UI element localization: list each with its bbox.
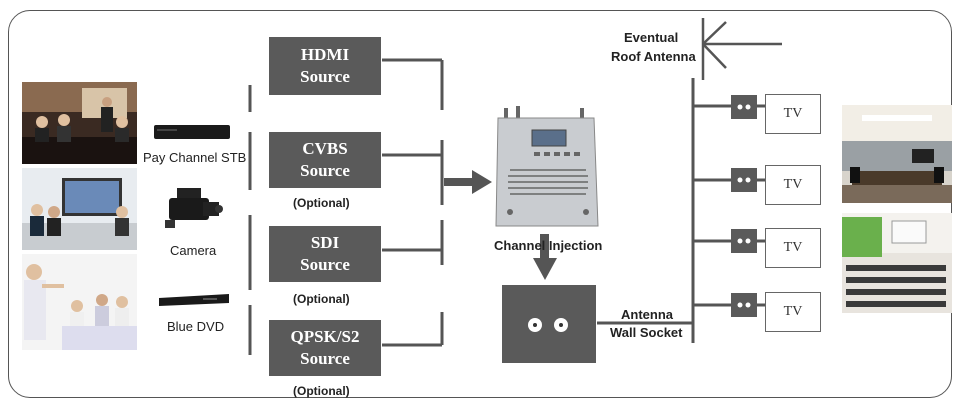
sdi-source-box: SDI Source: [269, 226, 381, 282]
channel-injection-device-icon: [495, 106, 599, 227]
sdi-line1: SDI: [310, 233, 340, 252]
qpsk-source-box: QPSK/S2 Source: [269, 320, 381, 376]
tv-connector-3: [731, 229, 757, 253]
cvbs-optional-label: (Optional): [293, 196, 350, 210]
conference-room-photo: [842, 105, 952, 203]
classroom-photo: [842, 213, 952, 313]
camera-label: Camera: [170, 243, 217, 258]
stb-label: Pay Channel STB: [143, 150, 247, 165]
tv-connector-1: [731, 95, 757, 119]
qpsk-line1: QPSK/S2: [290, 327, 360, 346]
camera-icon: [165, 188, 223, 228]
tv-connector-2: [731, 168, 757, 192]
cvbs-line1: CVBS: [302, 139, 348, 158]
antenna-label-line1: Eventual: [624, 30, 679, 45]
cvbs-line2: Source: [300, 161, 350, 180]
tv-box-1: TV: [765, 94, 821, 134]
dvd-player-icon: [159, 294, 229, 306]
stb-device-icon: [154, 125, 230, 139]
meeting-room-photo: [22, 82, 137, 164]
hdmi-source-box: HDMI Source: [269, 37, 381, 95]
hdmi-line1: HDMI: [300, 45, 350, 64]
cvbs-source-box: CVBS Source: [269, 132, 381, 188]
channel-injection-label: Channel Injection: [494, 238, 603, 253]
socket-label-line1: Antenna: [621, 307, 673, 322]
dvd-label: Blue DVD: [167, 319, 225, 334]
qpsk-optional-label: (Optional): [293, 384, 350, 398]
tv-connector-4: [731, 293, 757, 317]
tv-box-4: TV: [765, 292, 821, 332]
video-conference-photo: [22, 168, 137, 250]
sdi-optional-label: (Optional): [293, 292, 350, 306]
diagram-frame: [8, 10, 952, 398]
antenna-wall-socket: [502, 285, 596, 363]
presentation-photo: [22, 254, 137, 350]
antenna-label-line2: Roof Antenna: [611, 49, 696, 64]
tv-box-2: TV: [765, 165, 821, 205]
tv-box-3: TV: [765, 228, 821, 268]
qpsk-line2: Source: [300, 349, 350, 368]
socket-label-line2: Wall Socket: [610, 325, 683, 340]
sdi-line2: Source: [300, 255, 350, 274]
hdmi-line2: Source: [300, 67, 350, 86]
